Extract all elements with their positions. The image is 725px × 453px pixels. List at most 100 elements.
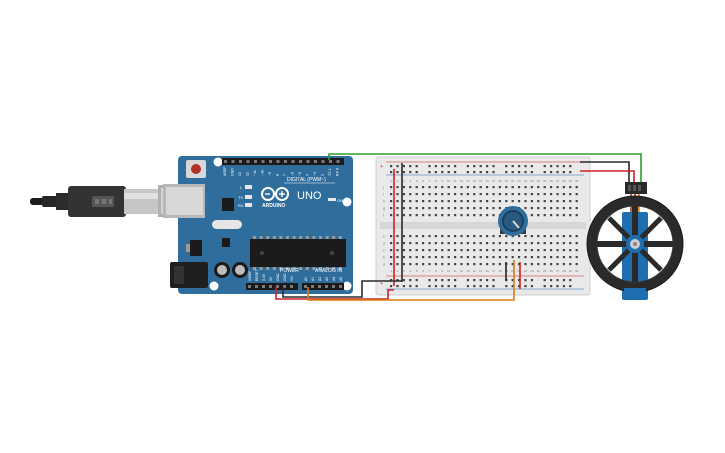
breadboard-hole[interactable] (428, 171, 431, 174)
breadboard-hole[interactable] (434, 279, 437, 282)
breadboard-hole[interactable] (390, 285, 393, 288)
breadboard-hole[interactable] (396, 242, 399, 245)
breadboard-hole[interactable] (550, 207, 553, 210)
breadboard[interactable]: 1122334455667788991010111112121313141415… (375, 156, 591, 296)
header-pin[interactable] (336, 160, 340, 163)
breadboard-hole[interactable] (409, 207, 412, 210)
analog-header[interactable] (302, 283, 344, 290)
breadboard-hole[interactable] (466, 249, 469, 252)
breadboard-hole[interactable] (556, 186, 559, 189)
breadboard-hole[interactable] (575, 214, 578, 217)
breadboard-hole[interactable] (415, 285, 418, 288)
breadboard-hole[interactable] (524, 171, 527, 174)
breadboard-hole[interactable] (434, 235, 437, 238)
breadboard-hole[interactable] (550, 256, 553, 259)
breadboard-hole[interactable] (441, 249, 444, 252)
breadboard-hole[interactable] (466, 165, 469, 168)
header-pin[interactable] (283, 285, 286, 288)
breadboard-hole[interactable] (518, 200, 521, 203)
breadboard-hole[interactable] (562, 200, 565, 203)
breadboard-hole[interactable] (575, 200, 578, 203)
wire-power[interactable] (275, 287, 394, 300)
breadboard-hole[interactable] (390, 165, 393, 168)
breadboard-hole[interactable] (479, 242, 482, 245)
breadboard-hole[interactable] (415, 242, 418, 245)
breadboard-hole[interactable] (518, 165, 521, 168)
breadboard-hole[interactable] (409, 242, 412, 245)
breadboard-hole[interactable] (569, 171, 572, 174)
breadboard-hole[interactable] (428, 242, 431, 245)
breadboard-hole[interactable] (486, 249, 489, 252)
breadboard-hole[interactable] (441, 171, 444, 174)
breadboard-hole[interactable] (492, 249, 495, 252)
breadboard-hole[interactable] (441, 279, 444, 282)
breadboard-hole[interactable] (479, 186, 482, 189)
breadboard-hole[interactable] (447, 285, 450, 288)
breadboard-hole[interactable] (473, 186, 476, 189)
breadboard-hole[interactable] (575, 249, 578, 252)
header-pin[interactable] (231, 160, 235, 163)
breadboard-hole[interactable] (428, 214, 431, 217)
breadboard-hole[interactable] (562, 193, 565, 196)
breadboard-hole[interactable] (402, 279, 405, 282)
breadboard-hole[interactable] (518, 285, 521, 288)
breadboard-hole[interactable] (492, 242, 495, 245)
breadboard-hole[interactable] (428, 256, 431, 259)
breadboard-hole[interactable] (473, 249, 476, 252)
breadboard-hole[interactable] (511, 165, 514, 168)
breadboard-hole[interactable] (569, 263, 572, 266)
breadboard-hole[interactable] (434, 193, 437, 196)
wire-ground[interactable] (282, 280, 402, 298)
breadboard-hole[interactable] (537, 186, 540, 189)
breadboard-hole[interactable] (390, 193, 393, 196)
breadboard-hole[interactable] (466, 214, 469, 217)
breadboard-hole[interactable] (518, 186, 521, 189)
breadboard-hole[interactable] (415, 256, 418, 259)
breadboard-hole[interactable] (441, 214, 444, 217)
breadboard-hole[interactable] (479, 193, 482, 196)
breadboard-hole[interactable] (537, 193, 540, 196)
breadboard-hole[interactable] (511, 193, 514, 196)
breadboard-hole[interactable] (409, 214, 412, 217)
breadboard-hole[interactable] (524, 165, 527, 168)
breadboard-hole[interactable] (498, 200, 501, 203)
breadboard-hole[interactable] (543, 279, 546, 282)
breadboard-hole[interactable] (569, 186, 572, 189)
breadboard-hole[interactable] (466, 207, 469, 210)
breadboard-hole[interactable] (441, 242, 444, 245)
breadboard-hole[interactable] (537, 256, 540, 259)
breadboard-hole[interactable] (575, 242, 578, 245)
breadboard-hole[interactable] (556, 207, 559, 210)
breadboard-hole[interactable] (422, 263, 425, 266)
breadboard-hole[interactable] (441, 186, 444, 189)
breadboard-hole[interactable] (454, 200, 457, 203)
breadboard-hole[interactable] (473, 263, 476, 266)
breadboard-hole[interactable] (524, 207, 527, 210)
breadboard-hole[interactable] (562, 186, 565, 189)
breadboard-hole[interactable] (415, 200, 418, 203)
breadboard-hole[interactable] (530, 171, 533, 174)
breadboard-hole[interactable] (422, 200, 425, 203)
breadboard-hole[interactable] (396, 263, 399, 266)
servo-wheel[interactable] (587, 196, 683, 292)
breadboard-hole[interactable] (396, 200, 399, 203)
breadboard-hole[interactable] (479, 235, 482, 238)
breadboard-hole[interactable] (556, 214, 559, 217)
breadboard-hole[interactable] (454, 242, 457, 245)
breadboard-hole[interactable] (550, 186, 553, 189)
breadboard-hole[interactable] (473, 235, 476, 238)
breadboard-hole[interactable] (492, 207, 495, 210)
breadboard-hole[interactable] (556, 242, 559, 245)
breadboard-hole[interactable] (479, 171, 482, 174)
breadboard-hole[interactable] (441, 165, 444, 168)
breadboard-hole[interactable] (402, 235, 405, 238)
breadboard-hole[interactable] (454, 235, 457, 238)
breadboard-hole[interactable] (422, 235, 425, 238)
breadboard-hole[interactable] (409, 186, 412, 189)
header-pin[interactable] (262, 285, 265, 288)
breadboard-hole[interactable] (390, 279, 393, 282)
breadboard-hole[interactable] (447, 207, 450, 210)
breadboard-hole[interactable] (428, 235, 431, 238)
breadboard-hole[interactable] (562, 285, 565, 288)
breadboard-hole[interactable] (505, 200, 508, 203)
